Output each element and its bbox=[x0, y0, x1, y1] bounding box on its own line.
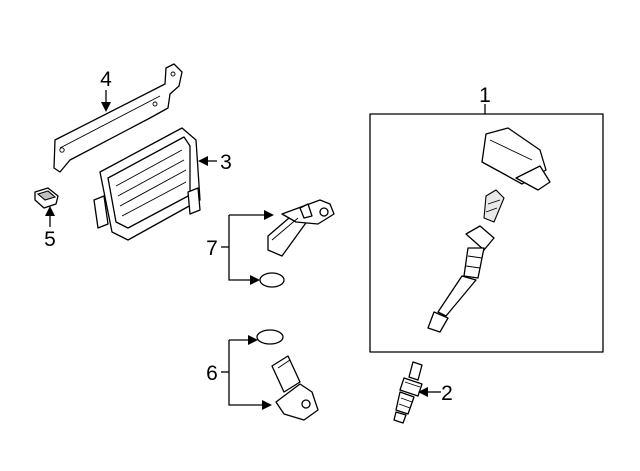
leader-lines bbox=[45, 90, 486, 410]
callout-6: 6 bbox=[206, 362, 218, 385]
callout-3: 3 bbox=[220, 151, 232, 174]
callout-2: 2 bbox=[441, 382, 453, 405]
callout-5: 5 bbox=[44, 228, 56, 251]
crank-sensor-o-ring bbox=[259, 272, 285, 288]
callout-4: 4 bbox=[100, 68, 112, 91]
spark-plug bbox=[393, 361, 423, 424]
mounting-bracket bbox=[53, 63, 183, 173]
cam-sensor-o-ring bbox=[256, 329, 284, 345]
engine-control-module bbox=[93, 127, 201, 241]
callout-7: 7 bbox=[206, 237, 218, 260]
ignition-coil bbox=[427, 127, 551, 333]
camshaft-position-sensor bbox=[271, 355, 319, 421]
retaining-clip bbox=[34, 187, 59, 209]
callout-1: 1 bbox=[479, 84, 491, 107]
crankshaft-position-sensor bbox=[267, 199, 335, 257]
